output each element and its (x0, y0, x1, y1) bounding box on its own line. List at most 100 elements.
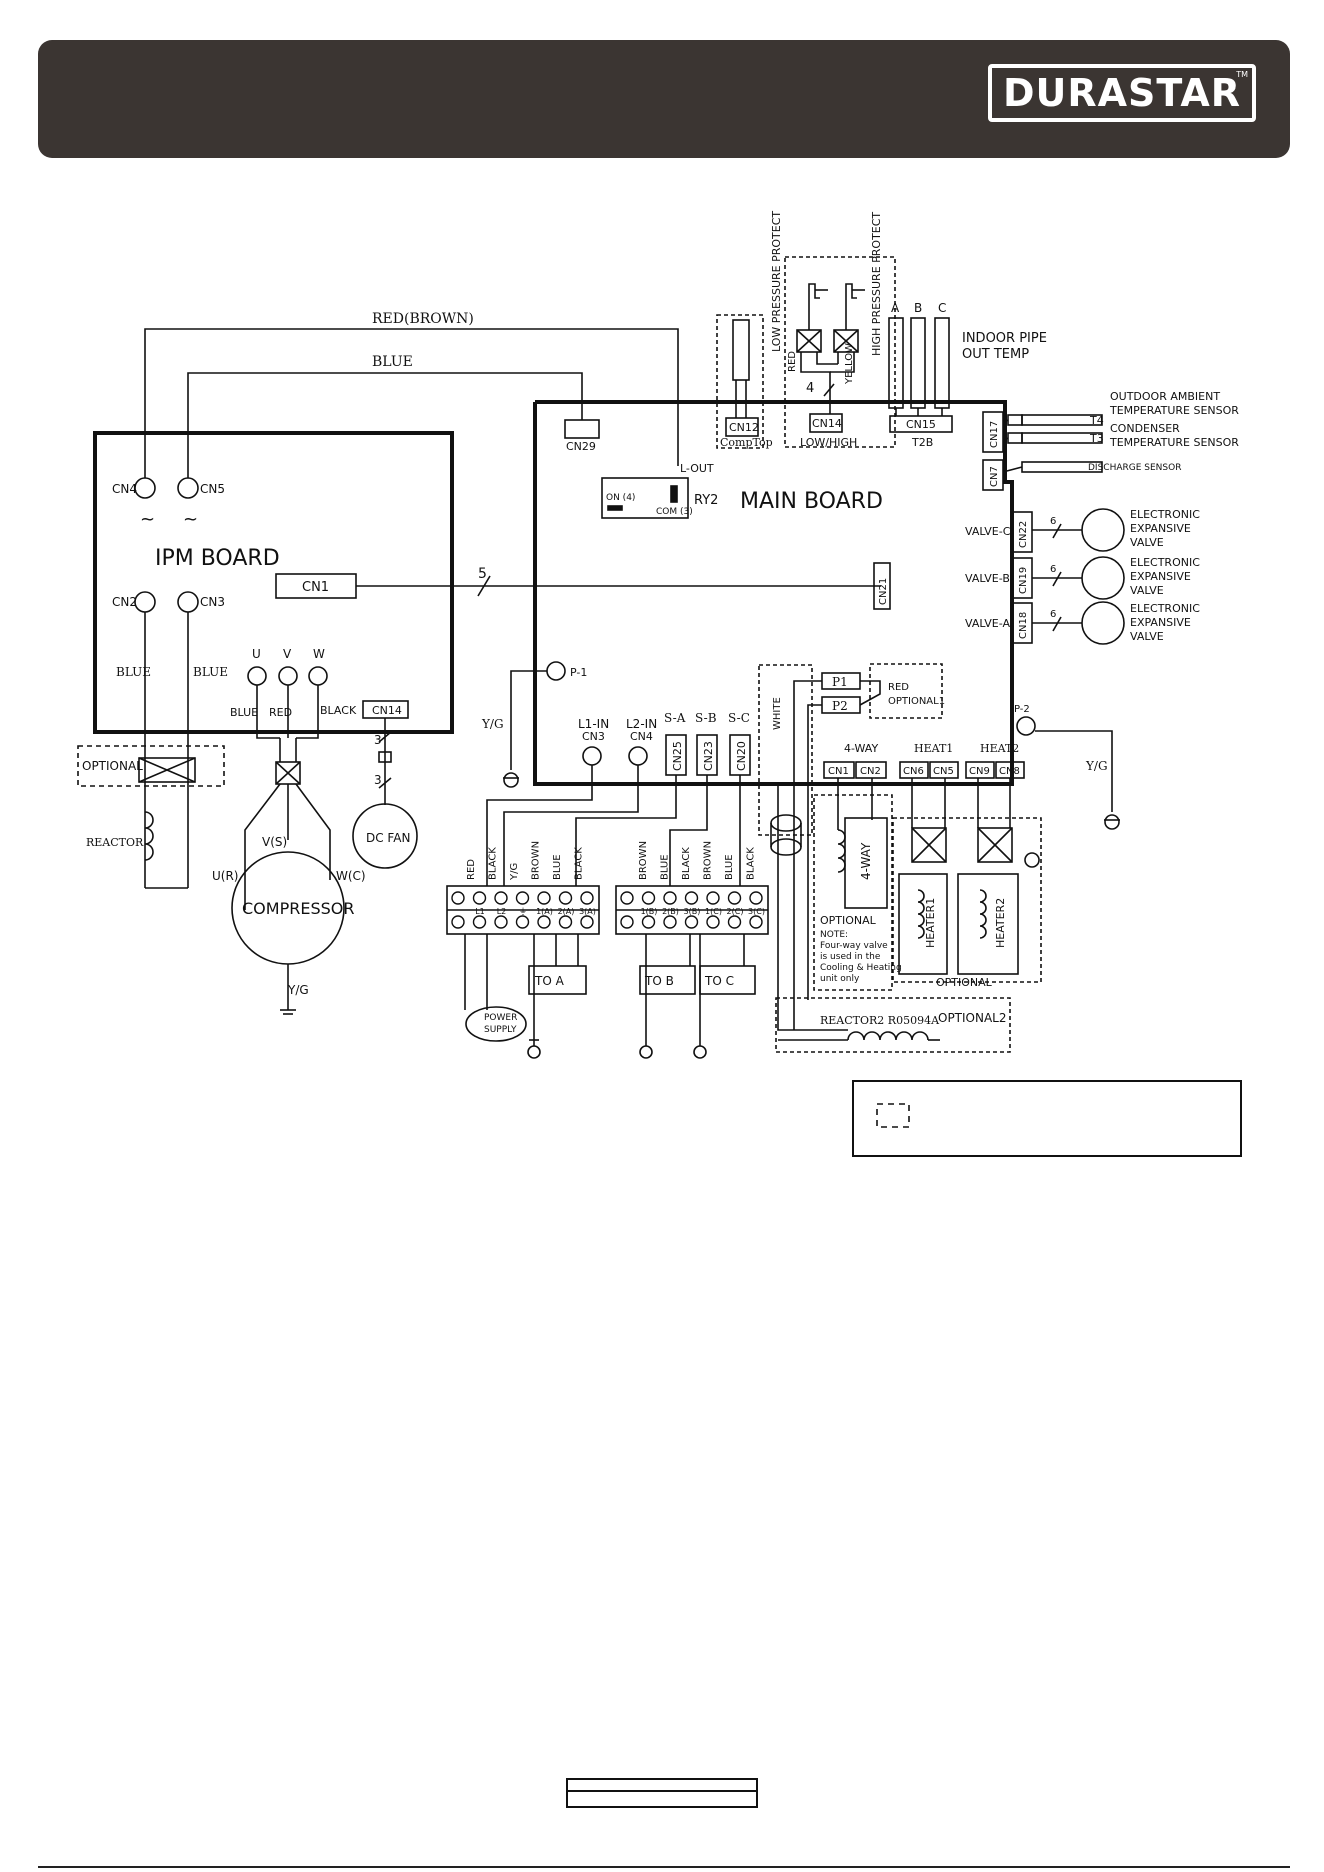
terminal-screw (494, 891, 508, 905)
wire-count-4: 4 (806, 381, 814, 396)
comptop-box (716, 314, 764, 449)
terminal-label: L1 (475, 907, 485, 916)
terminal-screw (451, 915, 465, 929)
wire-color-label: BROWN (638, 841, 649, 880)
cn9-connector (965, 761, 995, 779)
optional-label: OPTIONAL (82, 759, 143, 773)
white-wire-box (758, 664, 813, 836)
terminal-screw (537, 891, 551, 905)
wire-red-brown (144, 328, 679, 478)
eev-b-line3: VALVE (1130, 584, 1164, 597)
discharge-sensor-label: DISCHARGE SENSOR (1088, 463, 1181, 473)
to-b-label: TO B (644, 974, 674, 988)
ipm-black: BLACK (320, 704, 357, 717)
main-l1-in: L1-IN (578, 717, 609, 731)
cn6-connector (899, 761, 929, 779)
l2-in-terminal (628, 746, 648, 766)
to-b-box (639, 965, 696, 995)
l1-in-terminal (582, 746, 602, 766)
heat1-label: HEAT1 (914, 742, 953, 755)
heater-optional-label: OPTIONAL (936, 976, 993, 989)
cn21-connector (873, 562, 891, 610)
terminal-screw (558, 915, 573, 929)
terminal-screw (580, 915, 594, 929)
main-cn3: CN3 (582, 730, 605, 743)
terminal-label: 3(C) (748, 907, 765, 916)
main-sa: S-A (664, 711, 686, 725)
optional2-box (775, 997, 1011, 1053)
four-way-cn2: CN2 (860, 766, 881, 777)
heat-cn9: CN9 (969, 766, 990, 777)
reactor-label: REACTOR (86, 836, 144, 849)
ipm-v: V (283, 647, 292, 661)
eev-c (1081, 508, 1125, 552)
terminal-screw (663, 915, 677, 929)
opt1-p1: P1 (832, 675, 848, 689)
reactor-coil (144, 811, 154, 861)
optional-box (77, 745, 225, 787)
eev-b (1081, 556, 1125, 600)
wire-count-6b: 6 (1050, 564, 1056, 575)
wire-color-label: BLACK (681, 847, 692, 880)
heat-cn6: CN6 (903, 766, 924, 777)
sensor-red: RED (787, 351, 798, 372)
v-terminal (278, 666, 298, 686)
sensor-c: C (938, 301, 946, 315)
power-supply-line2: SUPPLY (484, 1025, 517, 1035)
cn29-connector (564, 419, 600, 439)
heat-cn8: CN8 (999, 766, 1020, 777)
ipm-cn5: CN5 (200, 482, 225, 496)
wire-color-label: BLACK (574, 847, 585, 880)
terminal-screw (494, 915, 508, 929)
heater2-label: HEATER2 (994, 898, 1007, 948)
main-cn18: CN18 (1018, 612, 1029, 639)
wire-color-label: BLACK (746, 847, 757, 880)
ipm-board-title: IPM BOARD (155, 546, 280, 571)
wire-count-3a: 3 (374, 733, 382, 747)
terminal-label: 2(B) (662, 907, 679, 916)
four-way-cn1: CN1 (828, 766, 849, 777)
eev-c-line2: EXPANSIVE (1130, 522, 1191, 535)
ipm-blue-1: BLUE (116, 665, 151, 679)
p2-port (1016, 716, 1036, 736)
terminal-screw (727, 915, 742, 929)
optional2-label: OPTIONAL2 (938, 1011, 1007, 1025)
main-cn20: CN20 (735, 741, 748, 771)
optional-note-title: OPTIONAL (820, 914, 877, 927)
terminal-screw (620, 891, 634, 905)
optional-note-0: NOTE: (820, 930, 848, 940)
header-bar: DURASTAR TM (38, 40, 1290, 158)
terminal-label: 2(A) (558, 907, 575, 916)
terminal-screw (515, 891, 530, 905)
terminal-label: 3(B) (684, 907, 701, 916)
wire-count-6c: 6 (1050, 516, 1056, 527)
wire-color-label: BROWN (531, 841, 542, 880)
cn5-terminal (177, 477, 199, 499)
ry2-relay (601, 477, 689, 519)
out-temp-label: OUT TEMP (962, 347, 1029, 362)
logo-trademark: TM (1236, 70, 1248, 79)
compressor-u-r: U(R) (212, 869, 238, 883)
opt1-p2: P2 (832, 699, 848, 713)
wire-color-label: Y/G (509, 863, 520, 881)
terminal-screw (727, 891, 742, 905)
low-pressure-protect: LOW PRESSURE PROTECT (770, 211, 783, 352)
cn12-connector (725, 417, 759, 437)
four-way-coil (837, 829, 846, 873)
wire-label-blue: BLUE (372, 354, 413, 370)
terminal-screw (515, 915, 530, 929)
main-board (533, 400, 1014, 786)
t4-label: T4 (1089, 414, 1104, 427)
wire-color-label: BLACK (488, 847, 499, 880)
compressor-v-s: V(S) (262, 835, 287, 849)
four-way-dashed (813, 794, 893, 991)
main-sc: S-C (728, 711, 750, 725)
valve-a-label: VALVE-A (965, 617, 1010, 630)
wire-color-label: BLUE (660, 854, 671, 880)
indoor-pipe-label: INDOOR PIPE (962, 331, 1047, 346)
wire-color-label: BLUE (552, 854, 563, 880)
terminal-screw (684, 915, 699, 929)
heat-cn5: CN5 (933, 766, 954, 777)
heat2-label: HEAT2 (980, 742, 1019, 755)
